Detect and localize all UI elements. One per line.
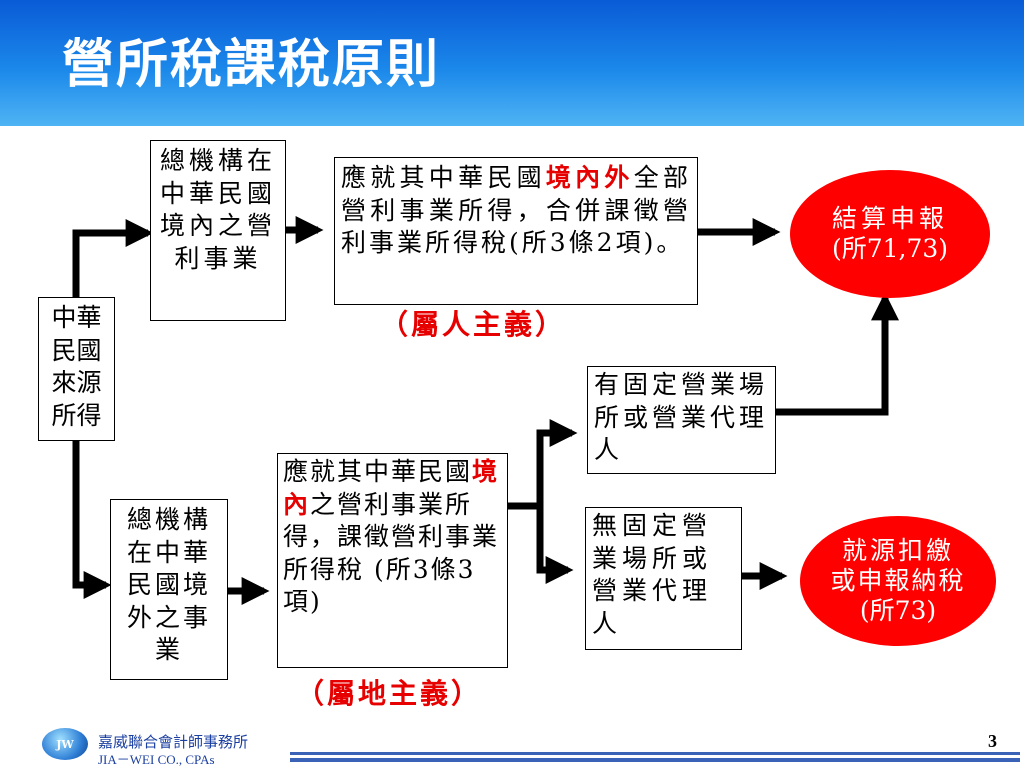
withholding-line-1: 就源扣繳 — [841, 536, 954, 565]
footer-divider-bottom — [290, 758, 1020, 762]
firm-english-name: JIA－WEI CO., CPAs — [98, 752, 215, 767]
arrow-to-fixed-branch — [536, 419, 578, 506]
withholding-oval: 就源扣繳 或申報納稅 (所73) — [800, 516, 996, 646]
foreign-hq-label: 總機構在中華民國境外之事業 — [126, 505, 211, 664]
foreign-rule-text-2: 之營利事業所得，課徵營利事業所得稅 (所3條3項) — [283, 489, 500, 617]
firm-logo: JW — [42, 728, 88, 760]
settlement-filing-oval: 結算申報 (所71,73) — [790, 170, 990, 298]
arrow-to-no-fixed-branch — [536, 506, 574, 584]
no-fixed-place-label: 無固定營業場所或營業代理人 — [592, 511, 713, 638]
arrow-fixed-to-settlement — [776, 292, 899, 416]
domestic-rule-highlight: 境內外 — [545, 163, 634, 192]
page-number: 3 — [988, 731, 997, 751]
domestic-rule-text-1: 應就其中華民國 — [341, 163, 546, 192]
domestic-rule-text-2: 全部營利事業所得，合併課徵營利事業所得稅(所3條2項)。 — [341, 163, 691, 257]
settlement-line-2: (所71,73) — [831, 234, 949, 263]
arrow-to-domestic-hq — [72, 219, 154, 297]
foreign-rule-highlight: 境內 — [283, 457, 500, 519]
domestic-hq-box: 總機構在中華民國境內之營利事業 — [150, 140, 286, 321]
withholding-line-3: (所73) — [859, 596, 937, 625]
fixed-place-box: 有固定營業場所或營業代理人 — [587, 366, 776, 474]
settlement-line-1: 結算申報 — [831, 204, 948, 233]
page-title: 營所稅課稅原則 — [62, 35, 441, 95]
foreign-hq-box: 總機構在中華民國境外之事業 — [110, 499, 228, 680]
fixed-place-label: 有固定營業場所或營業代理人 — [594, 370, 769, 464]
firm-name: 嘉威聯合會計師事務所 — [98, 733, 249, 751]
source-income-box: 中華民國來源所得 — [38, 297, 115, 441]
withholding-line-2: 或申報納稅 — [830, 566, 966, 595]
logo-text: JW — [56, 737, 74, 751]
domestic-hq-label: 總機構在中華民國境內之營利事業 — [159, 146, 276, 273]
personal-principle-caption: （屬人主義） — [380, 308, 567, 341]
arrow-to-foreign-hq — [72, 440, 112, 599]
foreign-rule-box: 應就其中華民國境內之營利事業所得，課徵營利事業所得稅 (所3條3項) — [277, 453, 508, 668]
territorial-principle-caption: （屬地主義） — [296, 677, 483, 710]
foreign-rule-text-1: 應就其中華民國 — [283, 457, 473, 486]
source-income-label: 中華民國來源所得 — [51, 303, 102, 430]
domestic-rule-box: 應就其中華民國境內外全部營利事業所得，合併課徵營利事業所得稅(所3條2項)。 — [334, 157, 698, 305]
footer-divider-top — [290, 752, 1020, 755]
title-banner: 營所稅課稅原則 — [0, 0, 1024, 126]
no-fixed-place-box: 無固定營業場所或營業代理人 — [585, 507, 742, 650]
